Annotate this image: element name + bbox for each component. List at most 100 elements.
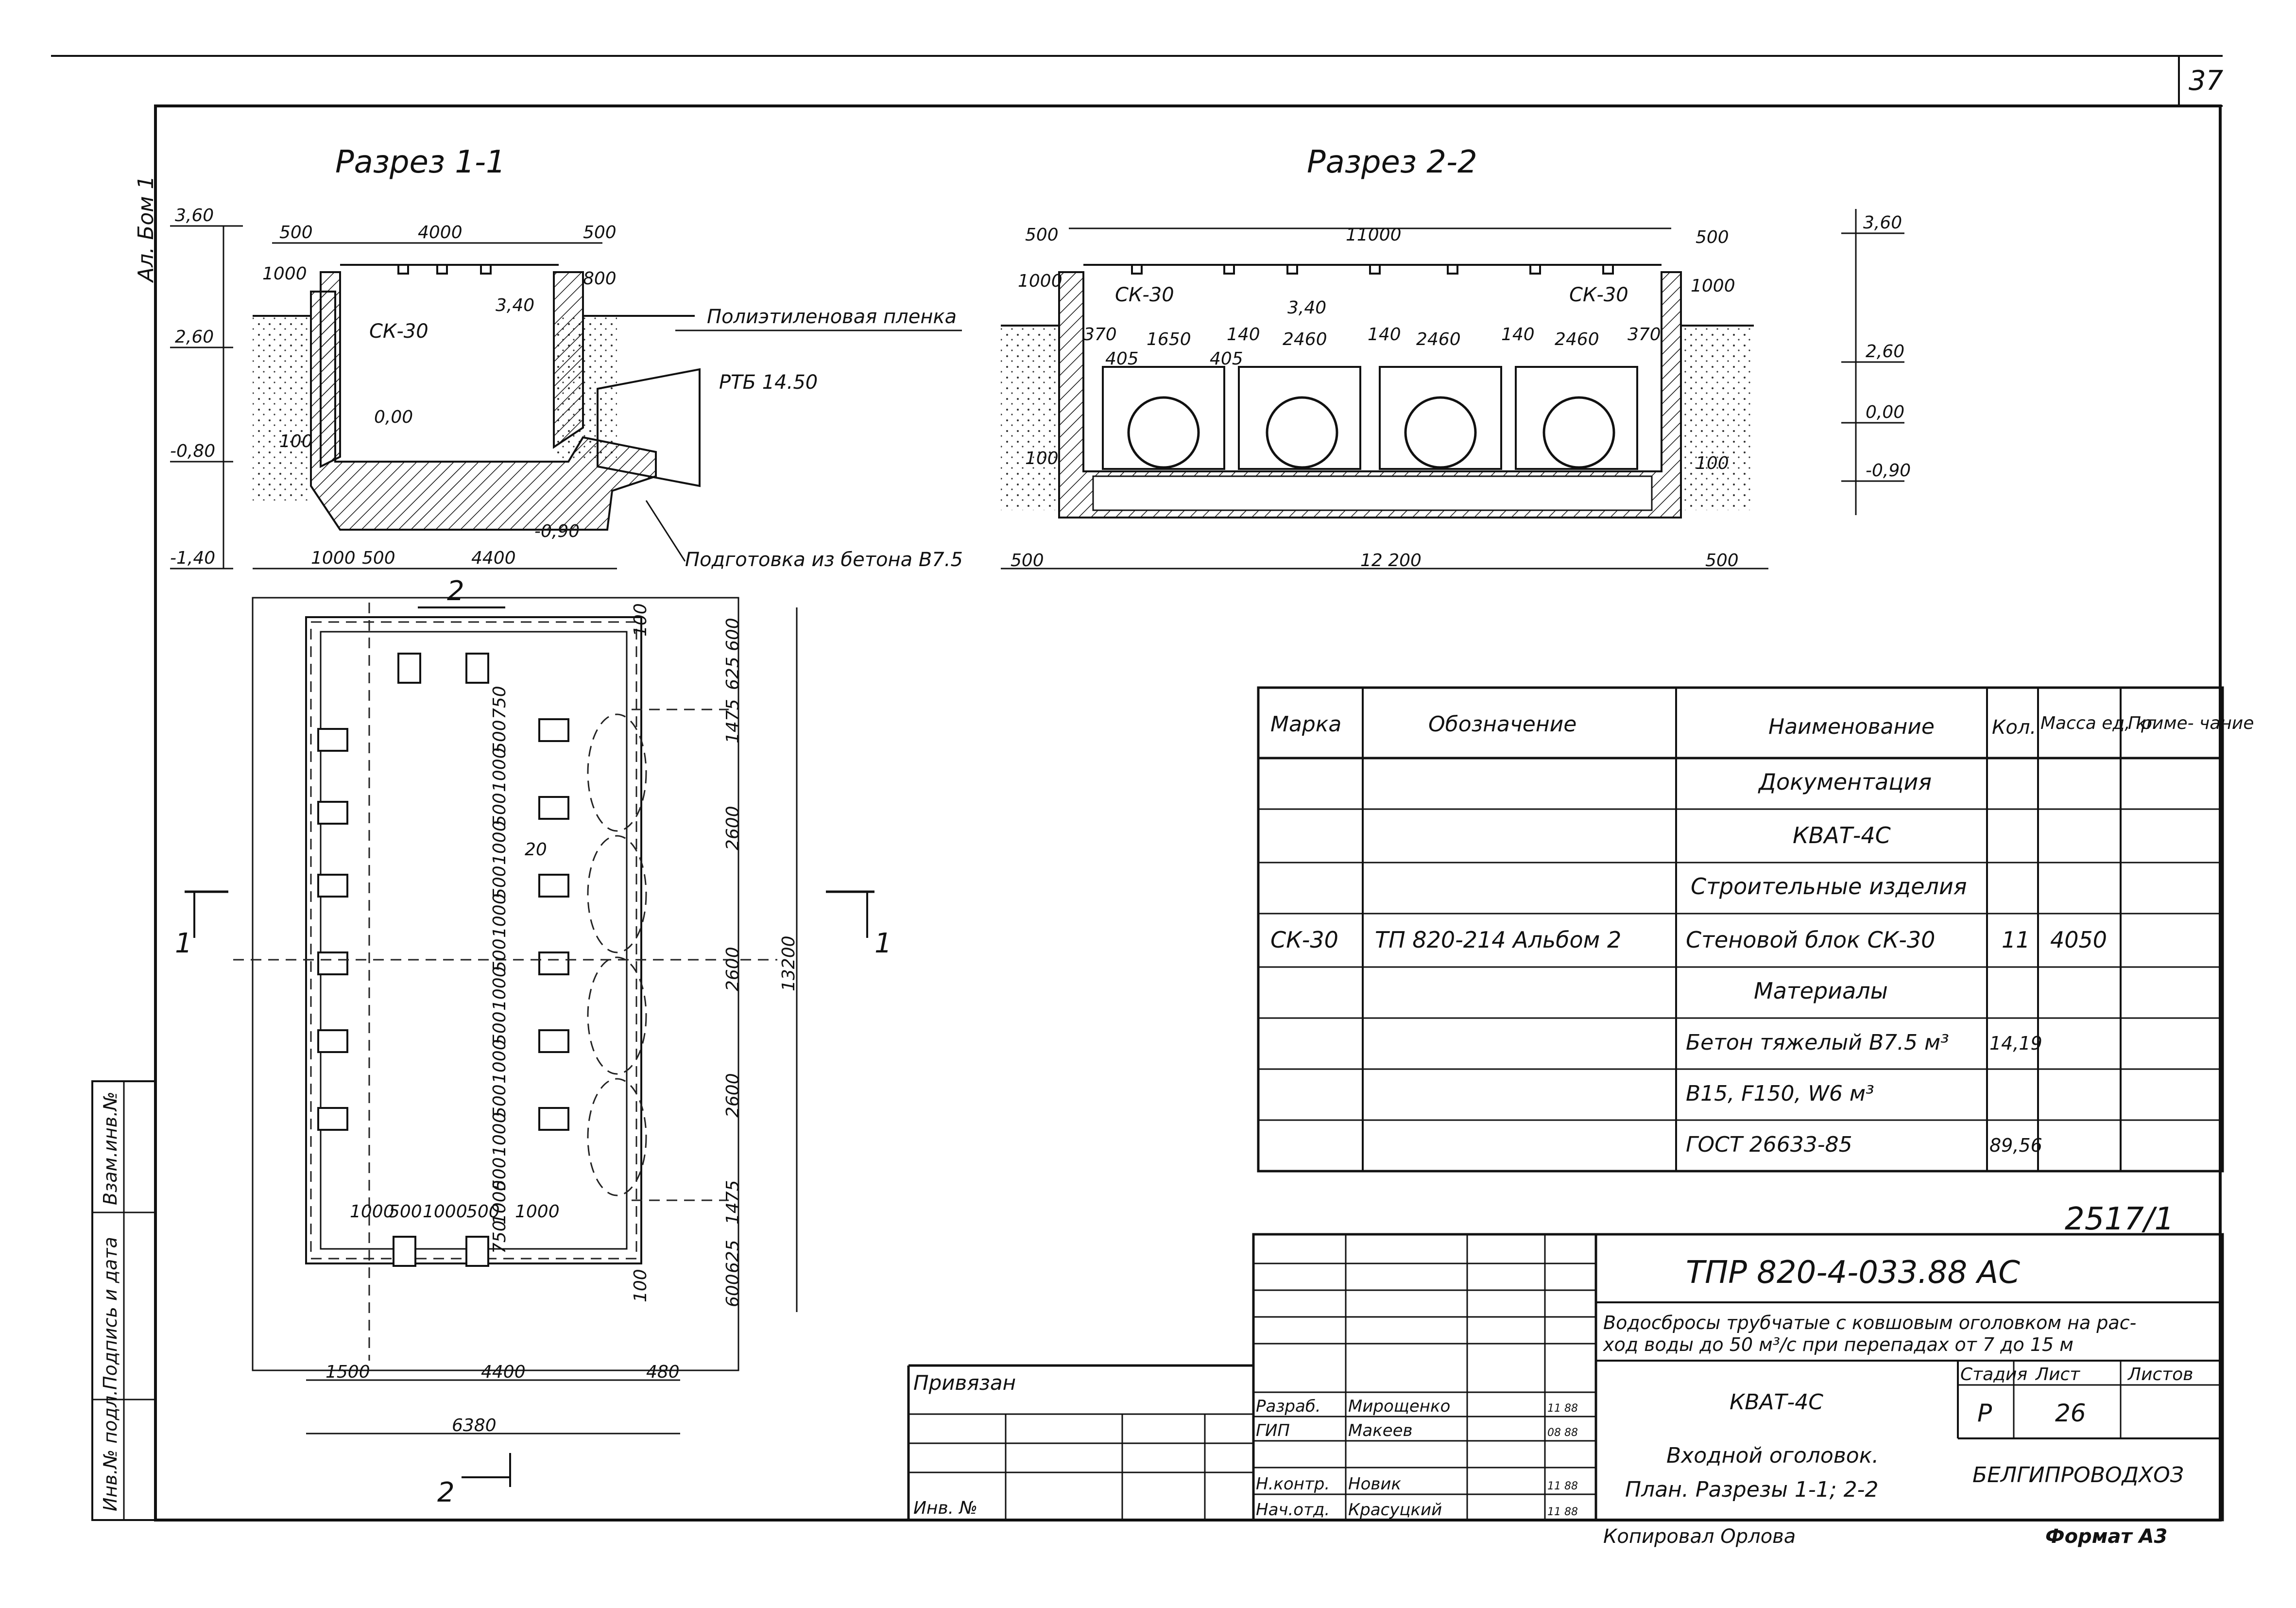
section-1-1-title: Разрез 1-1 — [335, 144, 506, 180]
header-mark: Марка — [1270, 712, 1341, 737]
dim-370: 370 — [1083, 325, 1117, 345]
dim-inner: 1000 — [490, 966, 510, 1011]
dim-inner: 1000 — [490, 747, 510, 792]
dim-500: 500 — [1025, 225, 1059, 245]
spec-row-name: ГОСТ 26633-85 — [1686, 1132, 1852, 1157]
dim-100: 100 — [279, 432, 313, 451]
level-3-60: 3,60 — [175, 206, 214, 225]
dim-600: 600 — [723, 618, 743, 651]
cut-1-right: 1 — [874, 928, 892, 959]
soil-left-2 — [1001, 326, 1059, 510]
dim-100: 100 — [1025, 449, 1059, 468]
person-name: Макеев — [1348, 1421, 1413, 1440]
dim-100: 100 — [1696, 453, 1729, 473]
section-1-1: Разрез 1-1 500 4000 500 1000 800 100 100… — [170, 144, 963, 571]
spec-row-mass: 4050 — [2050, 927, 2107, 953]
organization: БЕЛГИПРОВОДХОЗ — [1972, 1463, 2184, 1487]
level-2-60: 2,60 — [1866, 342, 1904, 362]
spec-row-name: Документация — [1758, 769, 1932, 795]
sheets-header: Листов — [2127, 1365, 2193, 1384]
level-minus-1-40: -1,40 — [170, 548, 215, 568]
dim-800: 800 — [583, 269, 617, 289]
dim-2460: 2460 — [1555, 329, 1599, 349]
dim-inner: 500 — [490, 1084, 510, 1118]
dim-inner: 500 — [490, 793, 510, 826]
spec-row-doc: ТП 820-214 Альбом 2 — [1375, 927, 1621, 953]
side-stamp: Инв.№ подл. Подпись и дата Взам.инв.№ — [91, 1080, 156, 1521]
level-0-00: 0,00 — [374, 407, 413, 427]
dim-500: 500 — [1011, 551, 1044, 571]
spec-row-qty: 14,19 — [1989, 1033, 2042, 1054]
dim-1650: 1650 — [1147, 329, 1191, 349]
level-3-40: 3,40 — [496, 295, 534, 315]
signature-date-label: Подпись и дата — [100, 1237, 121, 1390]
label-base: Подготовка из бетона В7.5 — [685, 549, 963, 571]
dim-480: 480 — [646, 1362, 680, 1382]
header-mass: Масса ед, кг — [2040, 713, 2156, 733]
dim-1000: 1000 — [262, 264, 307, 284]
dim-4400: 4400 — [471, 548, 516, 568]
dim-inner: 500 — [490, 1011, 510, 1045]
spec-row-qty: 11 — [2002, 927, 2030, 953]
dim-405: 405 — [1210, 349, 1243, 369]
level-0-00: 0,00 — [1866, 402, 1904, 422]
person-date: 11 88 — [1547, 1402, 1578, 1415]
dim-6380: 6380 — [452, 1416, 497, 1435]
stage-value: Р — [1977, 1399, 1992, 1427]
spec-row-mark: СК-30 — [1270, 927, 1338, 953]
pipe-cells — [1102, 366, 1638, 470]
dim-2460: 2460 — [1283, 329, 1327, 349]
dim-inner: 500 — [490, 720, 510, 753]
level-minus-0-90: -0,90 — [1866, 461, 1911, 481]
spec-row-name: Строительные изделия — [1691, 873, 1967, 899]
dim-inner: 1000 — [490, 1112, 510, 1157]
dim-inner: 1000 — [490, 820, 510, 865]
dim-inner-bottom: 1000 — [515, 1202, 560, 1222]
album-label: Ал. Бом 1 — [134, 176, 158, 283]
person-date: 11 88 — [1547, 1506, 1578, 1518]
dim-1475: 1475 — [723, 1180, 743, 1225]
level-2-60: 2,60 — [175, 327, 214, 347]
cover-1-1 — [340, 264, 559, 275]
dim-inner: 1000 — [490, 893, 510, 938]
label-ck30: СК-30 — [369, 320, 428, 343]
dim-4000: 4000 — [418, 223, 463, 242]
role-label: Нач.отд. — [1256, 1500, 1330, 1520]
dim-1000: 1000 — [311, 548, 356, 568]
dim-500: 500 — [583, 223, 617, 242]
role-label: ГИП — [1256, 1421, 1290, 1440]
label-film: Полиэтиленовая пленка — [707, 306, 957, 328]
level-3-40: 3,40 — [1287, 298, 1326, 318]
wall-blocks — [317, 653, 569, 1267]
pipe-outlines — [587, 709, 729, 1201]
level-minus-0-90: -0,90 — [534, 521, 580, 541]
bound-label: Привязан — [913, 1371, 1016, 1395]
person-date: 11 88 — [1547, 1480, 1578, 1492]
section-2-2: Разрез 2-2 500 11000 500 1000 1000 370 3… — [1001, 144, 1911, 571]
dim-500: 500 — [1696, 227, 1729, 247]
dim-2460: 2460 — [1416, 329, 1461, 349]
label-pipe: РТБ 14.50 — [719, 371, 818, 394]
spec-row-name: Бетон тяжелый В7.5 м³ — [1686, 1030, 1949, 1055]
dim-625: 625 — [723, 657, 743, 690]
header-doc: Обозначение — [1428, 712, 1576, 737]
dim-2600: 2600 — [723, 806, 743, 850]
spec-row-qty: 89,56 — [1989, 1135, 2042, 1156]
sheet-title-1: Входной оголовок. — [1666, 1443, 1879, 1468]
plan-view: 2 2 1 1 600 625 1475 2600 2600 2600 1475… — [175, 575, 892, 1508]
dim-inner: 500 — [490, 865, 510, 899]
sheet-format: Формат А3 — [2045, 1525, 2167, 1548]
spec-row-name: В15, F150, W6 м³ — [1686, 1081, 1874, 1106]
dim-inner-bottom: 500 — [389, 1202, 422, 1222]
drawing-desc-1: Водосбросы трубчатые с ковшовым оголовко… — [1603, 1312, 2136, 1333]
dim-inner: 750 — [490, 1220, 510, 1254]
level-3-60: 3,60 — [1863, 213, 1902, 233]
copied-by: Копировал Орлова — [1603, 1525, 1796, 1548]
section-2-2-title: Разрез 2-2 — [1307, 144, 1477, 180]
dim-140: 140 — [1368, 325, 1401, 345]
dim-12200: 12 200 — [1360, 551, 1422, 571]
sheet-title-2: План. Разрезы 1-1; 2-2 — [1625, 1477, 1878, 1502]
dim-inner: 500 — [490, 938, 510, 972]
